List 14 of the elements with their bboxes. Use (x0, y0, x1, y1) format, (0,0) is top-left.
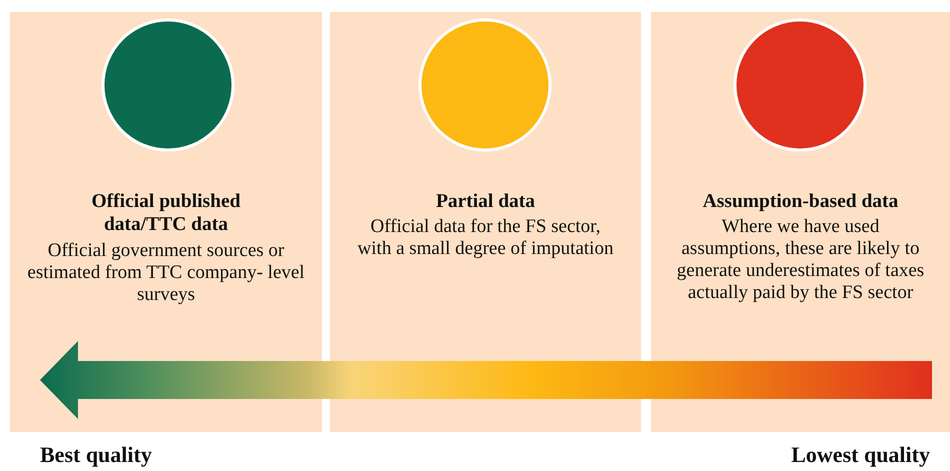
panel-heading: Official published data/TTC data (90, 190, 242, 236)
status-circle (418, 18, 552, 152)
scale-label: Best quality (40, 442, 152, 468)
panel-heading: Assumption-based data (702, 190, 900, 213)
column-panel (651, 12, 950, 432)
panel-heading: Partial data (434, 190, 536, 213)
column-panel (10, 12, 322, 432)
column-panel (330, 12, 641, 432)
panel-description: Where we have used assumptions, these are likely to generate underestimates of taxes actually paid by the FS sector (676, 216, 926, 304)
status-circle (733, 18, 867, 152)
panel-description: Official government sources or estimated from TTC company- level surveys (26, 240, 306, 306)
status-circle (101, 18, 235, 152)
panel-description: Official data for the FS sector, with a small degree of imputation (356, 216, 614, 260)
scale-label: Lowest quality (791, 442, 930, 468)
